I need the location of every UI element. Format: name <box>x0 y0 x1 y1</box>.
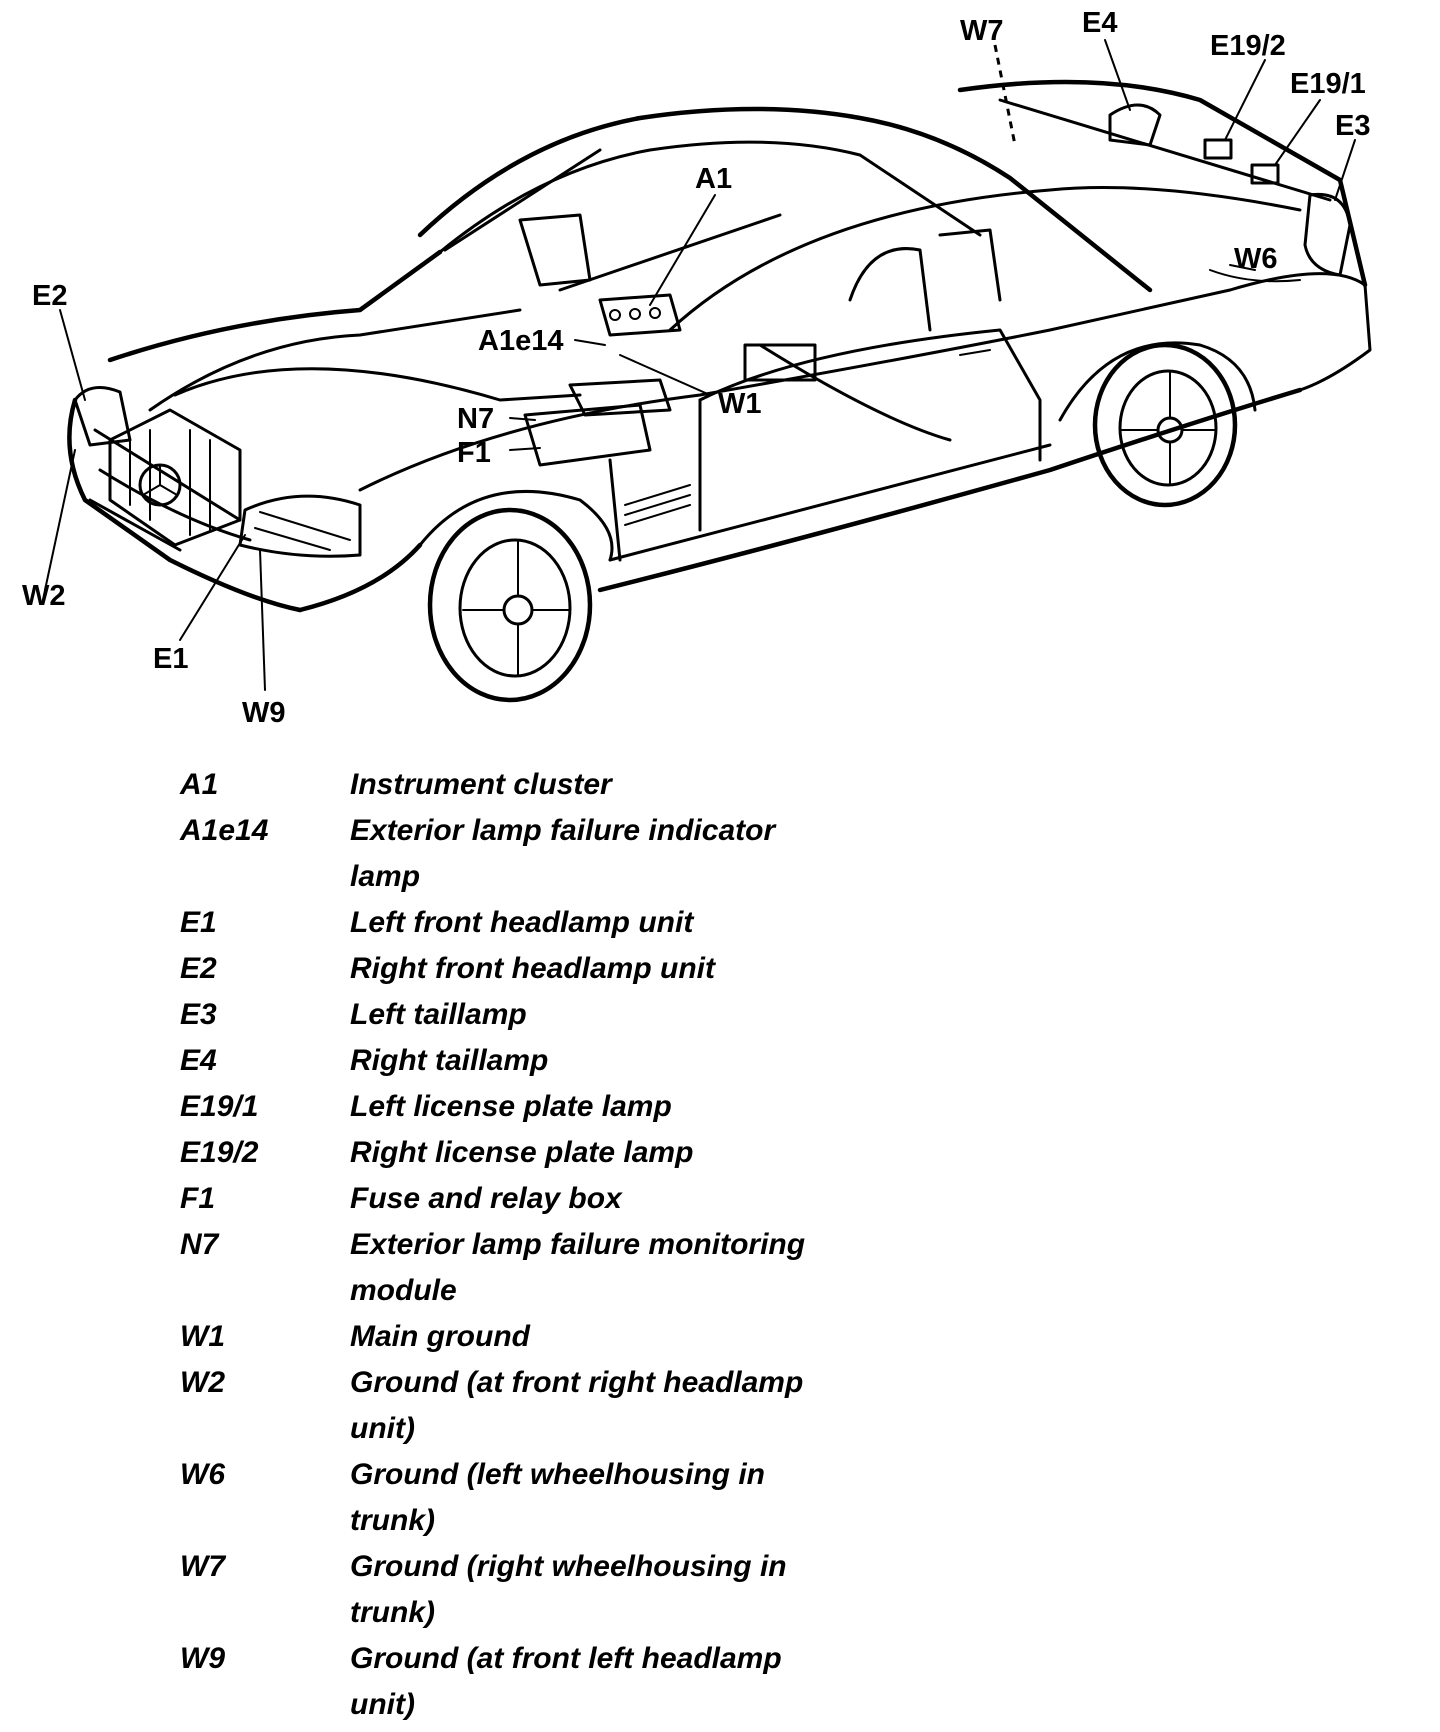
legend-row: E19/2 Right license plate lamp <box>180 1130 940 1176</box>
legend-row: A1e14 Exterior lamp failure indicator lam… <box>180 808 940 900</box>
callout-f1: F1 <box>457 437 491 469</box>
legend-row: E4 Right taillamp <box>180 1038 940 1084</box>
legend-code: A1 <box>180 768 219 801</box>
legend-row: W9 Ground (at front left headlamp unit) <box>180 1636 940 1728</box>
legend-row: W1 Main ground <box>180 1314 940 1360</box>
callout-n7: N7 <box>457 403 494 435</box>
callout-w7: W7 <box>960 15 1004 47</box>
legend-description: Left taillamp <box>350 998 527 1031</box>
legend-code: E19/1 <box>180 1090 259 1123</box>
legend-description: Fuse and relay box <box>350 1182 622 1215</box>
legend-code: W2 <box>180 1366 225 1399</box>
legend-description: Exterior lamp failure indicator lamp <box>350 814 776 893</box>
legend-row: E1 Left front headlamp unit <box>180 900 940 946</box>
callout-e1: E1 <box>153 643 188 675</box>
legend-code: N7 <box>180 1228 219 1261</box>
legend-row: F1 Fuse and relay box <box>180 1176 940 1222</box>
legend-row: E19/1 Left license plate lamp <box>180 1084 940 1130</box>
legend-row: E3 Left taillamp <box>180 992 940 1038</box>
legend-description: Instrument cluster <box>350 768 612 801</box>
legend-code: W7 <box>180 1550 225 1583</box>
legend-row: N7 Exterior lamp failure monitoring modul… <box>180 1222 940 1314</box>
legend-description: Right front headlamp unit <box>350 952 715 985</box>
legend-description: Right license plate lamp <box>350 1136 694 1169</box>
legend-code: E1 <box>180 906 217 939</box>
legend-description: Left front headlamp unit <box>350 906 694 939</box>
callout-e19-1: E19/1 <box>1290 68 1366 100</box>
legend-code: E2 <box>180 952 217 985</box>
legend-description: Left license plate lamp <box>350 1090 672 1123</box>
legend-row: A1 Instrument cluster <box>180 762 940 808</box>
legend-description: Ground (right wheelhousing in trunk) <box>350 1550 787 1629</box>
legend-code: W1 <box>180 1320 225 1353</box>
legend-code: A1e14 <box>180 814 269 847</box>
legend-row: W7 Ground (right wheelhousing in trunk) <box>180 1544 940 1636</box>
legend-row: W2 Ground (at front right headlamp unit) <box>180 1360 940 1452</box>
leader-lines <box>44 39 1356 691</box>
legend-description: Main ground <box>350 1320 530 1353</box>
legend-code: E19/2 <box>180 1136 259 1169</box>
callout-e2: E2 <box>32 280 67 312</box>
car-illustration <box>67 79 1372 703</box>
callout-e4: E4 <box>1082 7 1117 39</box>
legend-row: E2 Right front headlamp unit <box>180 946 940 992</box>
legend-code: E3 <box>180 998 217 1031</box>
legend-description: Exterior lamp failure monitoring module <box>350 1228 806 1307</box>
legend-code: W9 <box>180 1642 225 1675</box>
legend-row: W6 Ground (left wheelhousing in trunk) <box>180 1452 940 1544</box>
legend-description: Ground (at front left headlamp unit) <box>350 1642 782 1721</box>
callout-a1: A1 <box>695 163 732 195</box>
callout-w9: W9 <box>242 697 286 729</box>
callout-a1e14: A1e14 <box>478 325 563 357</box>
callout-e19-2: E19/2 <box>1210 30 1286 62</box>
callout-w6: W6 <box>1234 243 1278 275</box>
legend-code: E4 <box>180 1044 217 1077</box>
legend-description: Ground (left wheelhousing in trunk) <box>350 1458 765 1537</box>
callout-w1: W1 <box>718 388 762 420</box>
legend-description: Ground (at front right headlamp unit) <box>350 1366 804 1445</box>
callout-w2: W2 <box>22 580 66 612</box>
legend-description: Right taillamp <box>350 1044 549 1077</box>
legend-code: F1 <box>180 1182 216 1215</box>
car-wiring-diagram: W7 E4 E19/2 E19/1 E3 A1 W6 E2 A1e14 N7 W… <box>22 7 1372 729</box>
callout-e3: E3 <box>1335 110 1370 142</box>
legend-code: W6 <box>180 1458 225 1491</box>
